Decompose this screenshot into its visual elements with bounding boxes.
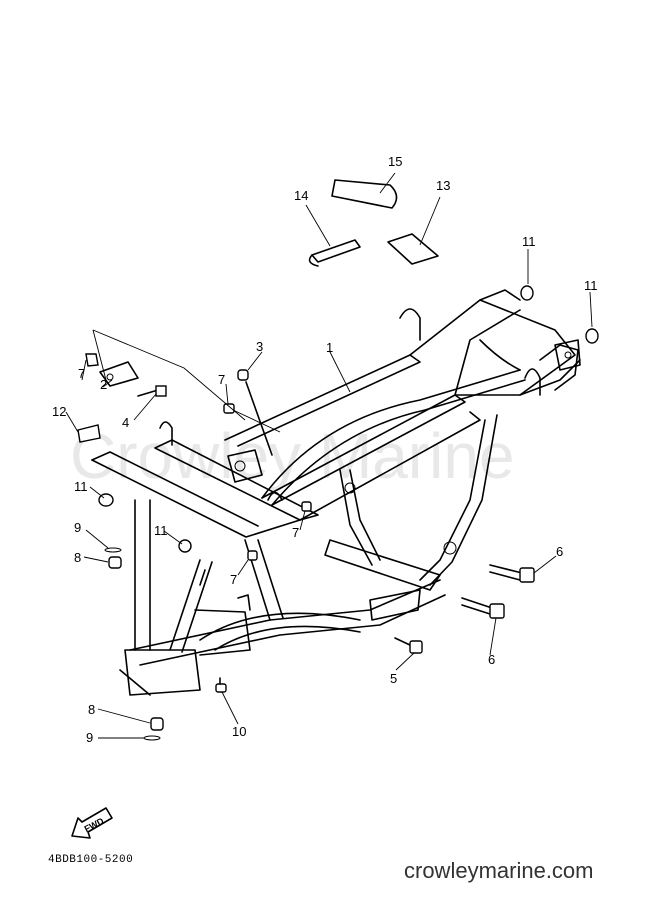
callout-numbers: 15 14 13 11 11 1 3 7 2 7 4 12 11 9 11 8 … bbox=[52, 154, 598, 745]
callout-15: 15 bbox=[388, 154, 402, 169]
callout-11: 11 bbox=[74, 479, 88, 494]
callout-6: 6 bbox=[556, 544, 563, 559]
bolt-5 bbox=[394, 637, 423, 654]
tape-15 bbox=[331, 179, 398, 209]
oring-9 bbox=[143, 735, 161, 741]
grease-nipple-10 bbox=[215, 677, 227, 693]
site-name[interactable]: crowleymarine.com bbox=[404, 858, 594, 883]
callout-13: 13 bbox=[436, 178, 450, 193]
callout-11: 11 bbox=[154, 523, 168, 538]
bracket-2-with-bolts bbox=[85, 353, 167, 397]
leader-lines bbox=[65, 172, 593, 739]
nut-7 bbox=[301, 501, 312, 512]
fwd-arrow-icon: FWD bbox=[71, 807, 113, 839]
callout-12: 12 bbox=[52, 404, 66, 419]
callout-7: 7 bbox=[78, 366, 85, 381]
callout-1: 1 bbox=[326, 340, 333, 355]
callout-7: 7 bbox=[292, 525, 299, 540]
bolt-3 bbox=[237, 369, 273, 456]
main-frame bbox=[91, 289, 581, 696]
callout-2: 2 bbox=[100, 377, 107, 392]
plug-8 bbox=[150, 717, 164, 731]
callout-8: 8 bbox=[88, 702, 95, 717]
bolt-6-upper bbox=[489, 564, 535, 583]
callout-7: 7 bbox=[218, 372, 225, 387]
nut-7 bbox=[223, 403, 235, 414]
callout-8: 8 bbox=[74, 550, 81, 565]
bolt-6-lower bbox=[461, 597, 505, 619]
callout-3: 3 bbox=[256, 339, 263, 354]
watermark: Crowley Marine bbox=[70, 420, 515, 492]
plate-13 bbox=[387, 233, 439, 265]
callout-5: 5 bbox=[390, 671, 397, 686]
callout-9: 9 bbox=[74, 520, 81, 535]
callout-11: 11 bbox=[522, 234, 536, 249]
svg-text:FWD: FWD bbox=[83, 815, 106, 834]
grommet-12 bbox=[77, 424, 101, 443]
plug-8 bbox=[108, 556, 122, 569]
callout-14: 14 bbox=[294, 188, 308, 203]
caps-11 bbox=[98, 285, 599, 553]
callout-7: 7 bbox=[230, 572, 237, 587]
callout-9: 9 bbox=[86, 730, 93, 745]
diagram-code: 4BDB100-5200 bbox=[48, 854, 134, 866]
nut-7 bbox=[247, 550, 258, 561]
callout-4: 4 bbox=[122, 415, 129, 430]
callout-6: 6 bbox=[488, 652, 495, 667]
callout-10: 10 bbox=[232, 724, 246, 739]
oring-9 bbox=[104, 547, 122, 553]
callout-11: 11 bbox=[584, 278, 598, 293]
clip-14 bbox=[308, 239, 361, 267]
